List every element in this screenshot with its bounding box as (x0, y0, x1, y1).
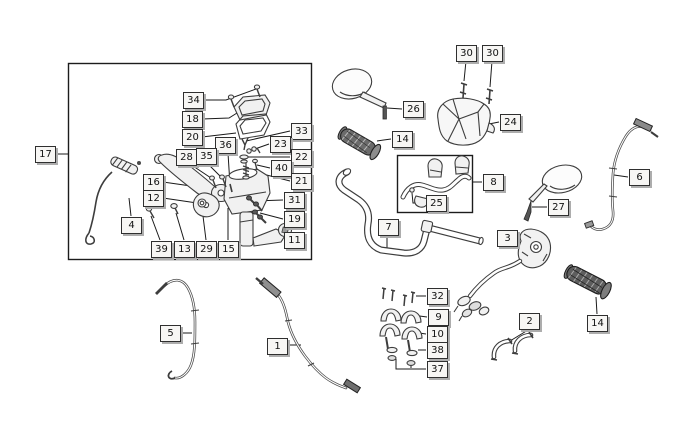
part-34-screws-drawing (227, 84, 261, 108)
part-6-cable-drawing (583, 117, 659, 231)
part-38-washers-drawing (386, 346, 418, 357)
part-40-screw-drawing (252, 158, 258, 171)
callout-2[interactable]: 2 (519, 313, 540, 330)
callout-4[interactable]: 4 (121, 217, 142, 234)
callout-38[interactable]: 38 (427, 342, 448, 359)
callout-12[interactable]: 12 (143, 190, 164, 207)
part-21-piston-spring-drawing (242, 163, 250, 180)
part-2-clamps-drawing (490, 331, 534, 361)
part-4-cable-drawing (85, 156, 141, 245)
callout-21[interactable]: 21 (291, 173, 312, 190)
callout-6[interactable]: 6 (629, 169, 650, 186)
callout-18[interactable]: 18 (182, 111, 203, 128)
part-36-pin-drawing (229, 183, 233, 193)
part-10-lower-clamps-drawing (379, 323, 423, 353)
part-3-switch-assembly-drawing (453, 228, 552, 322)
part-30-screws-drawing (459, 82, 494, 105)
callout-17[interactable]: 17 (35, 146, 56, 163)
callout-8[interactable]: 8 (483, 174, 504, 191)
callout-16[interactable]: 16 (143, 174, 164, 191)
part-1-cable-drawing (255, 277, 362, 394)
callout-36[interactable]: 36 (215, 137, 236, 154)
part-19-screws-drawing (252, 209, 267, 224)
part-13-washer-drawing (170, 203, 179, 215)
callout-30a[interactable]: 30 (456, 45, 477, 62)
callout-28[interactable]: 28 (176, 149, 197, 166)
callout-32[interactable]: 32 (427, 288, 448, 305)
part-31-bolts-drawing (246, 195, 263, 212)
group-box-8 (396, 154, 474, 214)
callout-1[interactable]: 1 (267, 338, 288, 355)
callout-10[interactable]: 10 (427, 326, 448, 343)
part-32-screws-drawing (381, 287, 416, 307)
part-7-handlebar-drawing (335, 168, 484, 257)
callout-3[interactable]: 3 (497, 230, 518, 247)
part-33-valve-drawing (241, 137, 249, 151)
callout-33[interactable]: 33 (291, 123, 312, 140)
callout-25[interactable]: 25 (426, 195, 447, 212)
part-9-upper-clamps-drawing (380, 308, 422, 324)
callout-19[interactable]: 19 (284, 211, 305, 228)
callout-26[interactable]: 26 (403, 101, 424, 118)
part-28-screw-drawing (209, 175, 217, 189)
callout-9[interactable]: 9 (428, 309, 449, 326)
callout-11[interactable]: 11 (284, 232, 305, 249)
callout-27[interactable]: 27 (548, 199, 569, 216)
part-35-screw-drawing (219, 174, 227, 188)
part-20-diaphragm-drawing (235, 113, 271, 140)
callout-15[interactable]: 15 (218, 241, 239, 258)
callout-22[interactable]: 22 (291, 149, 312, 166)
part-25-clamp-bracket-drawing (400, 155, 472, 208)
callout-37[interactable]: 37 (427, 361, 448, 378)
callout-31[interactable]: 31 (284, 192, 305, 209)
callout-14b[interactable]: 14 (587, 315, 608, 332)
part-39-screw-drawing (145, 206, 155, 219)
callout-5[interactable]: 5 (160, 325, 181, 342)
callout-39[interactable]: 39 (151, 241, 172, 258)
callout-35[interactable]: 35 (196, 148, 217, 165)
part-26-mirror-drawing (331, 68, 387, 120)
callout-29[interactable]: 29 (196, 241, 217, 258)
part-23-repair-kit-drawing (246, 146, 261, 154)
callout-14a[interactable]: 14 (392, 131, 413, 148)
part-18-reservoir-cap-drawing (233, 94, 271, 121)
part-22-seals-drawing (239, 154, 249, 164)
callout-24[interactable]: 24 (500, 114, 521, 131)
callout-7[interactable]: 7 (378, 219, 399, 236)
part-5-cable-drawing (155, 278, 200, 380)
callout-20[interactable]: 20 (182, 129, 203, 146)
part-14-grip-left-drawing (337, 126, 382, 161)
callout-23[interactable]: 23 (270, 136, 291, 153)
part-37-nuts-drawing (387, 355, 416, 366)
callout-30b[interactable]: 30 (482, 45, 503, 62)
part-27-mirror-drawing (523, 164, 583, 222)
part-24-handlebar-cover-drawing (437, 97, 495, 146)
part-29-nut-drawing (197, 198, 207, 208)
callout-13[interactable]: 13 (174, 241, 195, 258)
callout-leader-lines (55, 60, 629, 370)
callout-40[interactable]: 40 (271, 160, 292, 177)
part-14-grip-right-drawing (563, 264, 612, 300)
callout-34[interactable]: 34 (183, 92, 204, 109)
